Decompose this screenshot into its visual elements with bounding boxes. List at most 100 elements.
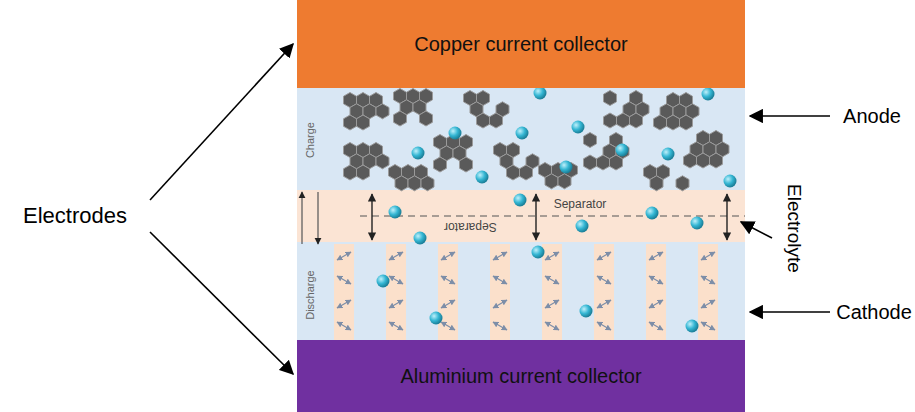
- graphite-hexagon: [507, 165, 520, 180]
- lattice-arrow: [337, 300, 351, 308]
- lithium-ion: [377, 275, 390, 288]
- lattice-arrow: [649, 300, 663, 308]
- graphite-hexagon: [477, 113, 490, 128]
- leader-arrow: [150, 232, 293, 374]
- graphite-hexagon: [545, 174, 558, 189]
- lithium-ion: [516, 127, 529, 140]
- lattice-arrow: [337, 322, 351, 330]
- graphite-hexagon: [394, 111, 407, 126]
- graphite-hexagon: [617, 113, 630, 128]
- ion-path-arrow: [371, 194, 372, 240]
- cathode-stripe: [594, 244, 614, 340]
- lithium-ion: [514, 194, 527, 207]
- ion-path-arrow: [726, 194, 727, 240]
- lattice-arrow: [441, 300, 455, 308]
- lithium-ion: [572, 121, 585, 134]
- graphite-hexagon: [434, 157, 447, 172]
- graphite-hexagon: [597, 155, 610, 170]
- ion-path-arrow: [535, 194, 536, 240]
- lithium-ion: [414, 232, 427, 245]
- lithium-ion: [449, 127, 462, 140]
- current-collector: Copper current collector: [297, 0, 745, 88]
- lattice-arrow: [493, 276, 507, 284]
- lattice-arrow: [649, 276, 663, 284]
- graphite-hexagon: [667, 115, 680, 130]
- part-label: Separator: [554, 198, 607, 211]
- leader-arrow: [741, 222, 772, 238]
- lithium-ions: [377, 87, 737, 333]
- graphite-hexagon: [520, 165, 533, 180]
- lithium-ion: [616, 144, 629, 157]
- lattice-arrow: [597, 252, 611, 260]
- graphite-hexagon: [490, 113, 503, 128]
- charge-arrow: [301, 192, 302, 244]
- graphite-hexagon: [650, 176, 663, 191]
- lattice-arrow: [545, 322, 559, 330]
- direction-label: Discharge: [304, 270, 316, 320]
- lattice-arrow: [441, 322, 455, 330]
- lattice-arrow: [545, 300, 559, 308]
- lattice-arrow: [597, 322, 611, 330]
- graphite-hexagon: [376, 154, 389, 169]
- graphite-hexagon: [408, 176, 421, 191]
- lattice-arrow: [597, 276, 611, 284]
- leader-arrow: [150, 44, 293, 200]
- cathode-stripe: [386, 244, 406, 340]
- lithium-ion: [724, 175, 737, 188]
- graphite-hexagon: [604, 113, 617, 128]
- cathode-stripe: [438, 244, 458, 340]
- lithium-ion: [662, 148, 675, 161]
- leader-arrow: [750, 311, 830, 313]
- lattice-arrow: [493, 300, 507, 308]
- graphite-hexagon: [610, 155, 623, 170]
- mirrored-label: Separator: [444, 220, 497, 233]
- lattice-arrow: [493, 322, 507, 330]
- graphite-hexagon: [684, 153, 697, 168]
- lattice-arrow: [389, 252, 403, 260]
- graphite-hexagon: [344, 115, 357, 130]
- lithium-ion: [691, 217, 704, 230]
- lithium-ion: [576, 220, 589, 233]
- lattice-arrow: [649, 252, 663, 260]
- direction-label: Charge: [304, 122, 316, 158]
- graphite-hexagon: [376, 104, 389, 119]
- graphite-hexagon: [680, 115, 693, 130]
- graphite-hexagon: [676, 176, 689, 191]
- graphite-hexagon: [460, 157, 473, 172]
- graphite-hexagon: [395, 176, 408, 191]
- lithium-ion: [560, 161, 573, 174]
- lithium-ion: [702, 88, 715, 101]
- cathode-stripe: [542, 244, 562, 340]
- cathode-stripe: [490, 244, 510, 340]
- cathode-stripes: [334, 244, 718, 340]
- lattice-arrow: [389, 276, 403, 284]
- lithium-ion: [646, 207, 659, 220]
- separator-dash: [360, 215, 745, 216]
- lattice-arrow: [701, 276, 715, 284]
- graphite-hexagon: [420, 111, 433, 126]
- lithium-ion: [389, 206, 402, 219]
- discharge-arrow: [317, 192, 318, 244]
- cathode-stripe: [698, 244, 718, 340]
- part-label: Electrolyte: [783, 184, 804, 273]
- lattice-arrow: [337, 252, 351, 260]
- graphite-hexagon: [558, 174, 571, 189]
- lattice-arrow: [701, 300, 715, 308]
- lithium-ion: [430, 312, 443, 325]
- graphite-hexagon: [654, 115, 667, 130]
- graphite-hexagon: [421, 176, 434, 191]
- lattice-arrow: [389, 300, 403, 308]
- lattice-arrow: [441, 276, 455, 284]
- graphite-hexagon: [604, 91, 617, 106]
- lithium-ion: [412, 147, 425, 160]
- part-label: Anode: [843, 105, 901, 127]
- lithium-ion: [532, 246, 545, 259]
- part-label: Cathode: [836, 301, 912, 323]
- leader-arrow: [750, 115, 830, 117]
- anode-region: [297, 88, 745, 190]
- graphite-hexagon: [710, 153, 723, 168]
- graphite-hexagon: [584, 155, 597, 170]
- graphite-hexagon: [357, 165, 370, 180]
- lattice-arrow: [389, 322, 403, 330]
- separator-band: [297, 190, 745, 242]
